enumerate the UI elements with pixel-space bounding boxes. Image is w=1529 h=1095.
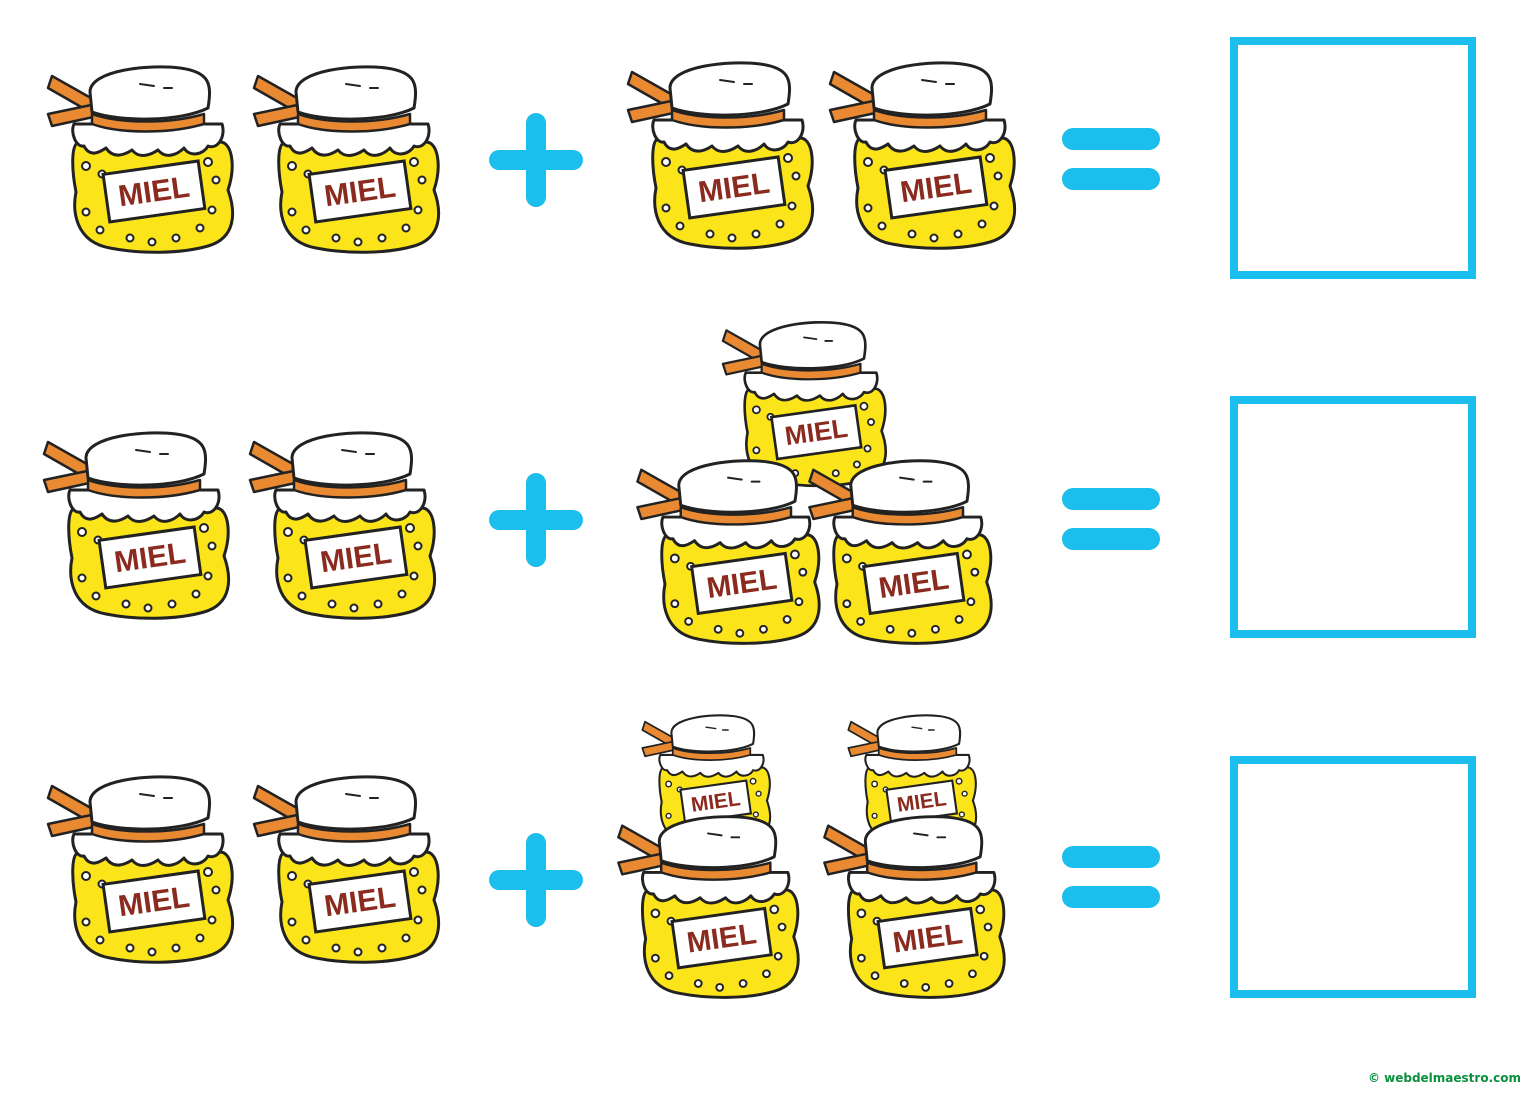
honey-jar-icon: MIEL (608, 812, 808, 1002)
honey-jar-icon: MIEL (822, 58, 1022, 253)
honey-jar-icon: MIEL (40, 62, 240, 257)
honey-jar-icon: MIEL (40, 772, 240, 967)
copyright-text: © webdelmaestro.com (1367, 1071, 1521, 1085)
honey-jar-icon: MIEL (36, 428, 236, 623)
honey-jar-icon: MIEL (814, 812, 1014, 1002)
answer-box[interactable] (1230, 396, 1476, 638)
plus-sign-icon (486, 830, 586, 934)
honey-jar-icon: MIEL (246, 772, 446, 967)
honey-jar-icon: MIEL (800, 456, 1000, 648)
honey-jar-icon: MIEL (242, 428, 442, 623)
plus-sign-icon (486, 110, 586, 214)
honey-jar-icon: MIEL (714, 318, 894, 490)
answer-box[interactable] (1230, 37, 1476, 279)
plus-sign-icon (486, 470, 586, 574)
equals-sign-icon (1060, 844, 1162, 914)
equals-sign-icon (1060, 486, 1162, 556)
honey-jar-icon: MIEL (628, 456, 828, 648)
honey-jar-icon: MIEL (246, 62, 446, 257)
equals-sign-icon (1060, 126, 1162, 196)
answer-box[interactable] (1230, 756, 1476, 998)
honey-jar-icon: MIEL (620, 58, 820, 253)
